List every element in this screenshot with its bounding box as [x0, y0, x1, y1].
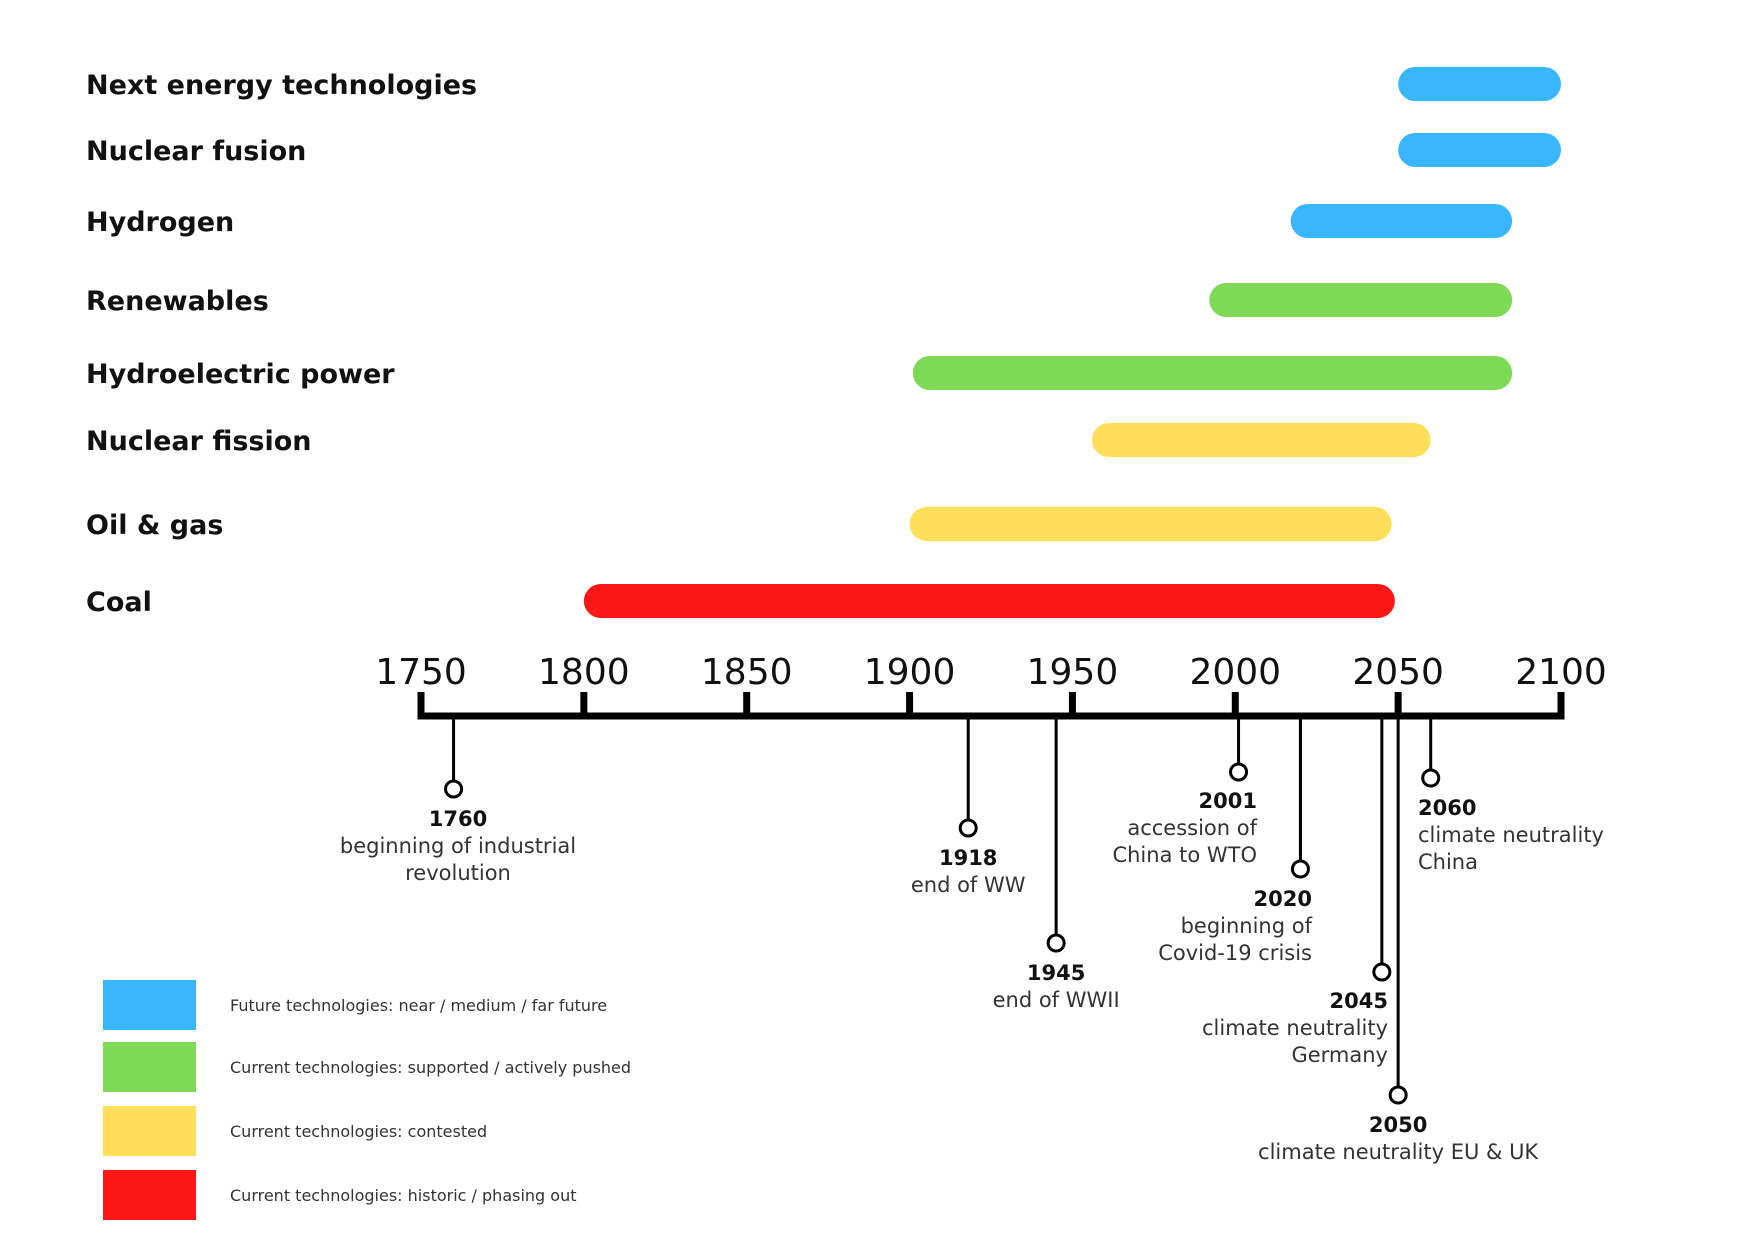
event-pin-marker — [1388, 1085, 1408, 1105]
event-year: 2045 — [1330, 989, 1388, 1013]
event-pin-marker — [1421, 768, 1441, 788]
legend-swatch — [103, 1042, 196, 1092]
timeline-bar — [1209, 283, 1513, 317]
event-pin-marker — [958, 818, 978, 838]
event-description: beginning of industrial — [340, 834, 576, 858]
event-description: beginning of — [1181, 914, 1313, 938]
event-year: 2001 — [1199, 789, 1257, 813]
category-label: Nuclear fission — [86, 426, 312, 457]
timeline-bar — [912, 356, 1513, 390]
event-year: 1918 — [939, 846, 997, 870]
category-label: Next energy technologies — [86, 70, 477, 101]
legend-label: Future technologies: near / medium / far… — [230, 996, 607, 1015]
category-label: Hydrogen — [86, 207, 234, 238]
event-pin-marker — [1046, 933, 1066, 953]
timeline-bar — [909, 507, 1392, 541]
timeline-bar — [583, 584, 1395, 618]
timeline-axis: 1750 1800 1850 1900 1950 2000 2050 2100 — [375, 652, 1607, 720]
category-label: Oil & gas — [86, 510, 223, 541]
category-label: Renewables — [86, 286, 269, 317]
event-description: end of WW — [911, 873, 1026, 897]
event-description: China to WTO — [1112, 843, 1257, 867]
legend-swatch — [103, 1106, 196, 1156]
event-pin-marker — [444, 779, 464, 799]
timeline-bar — [1091, 423, 1431, 457]
category-label: Nuclear fusion — [86, 136, 306, 167]
event-description: climate neutrality — [1202, 1016, 1388, 1040]
axis-tick-label: 2100 — [1515, 652, 1607, 693]
event-pin-marker — [1290, 859, 1310, 879]
timeline-bar — [1398, 67, 1561, 101]
event-description: China — [1418, 850, 1478, 874]
legend: Future technologies: near / medium / far… — [103, 980, 631, 1220]
axis-tick-label: 2000 — [1189, 652, 1281, 693]
legend-label: Current technologies: contested — [230, 1122, 487, 1141]
category-label: Hydroelectric power — [86, 359, 395, 390]
legend-swatch — [103, 1170, 196, 1220]
legend-label: Current technologies: historic / phasing… — [230, 1186, 577, 1205]
event-year: 2060 — [1418, 796, 1476, 820]
event-pin-marker — [1372, 962, 1392, 982]
event-description: accession of — [1127, 816, 1257, 840]
legend-label: Current technologies: supported / active… — [230, 1058, 631, 1077]
event-description: Germany — [1291, 1043, 1388, 1067]
timeline-bar — [1398, 133, 1561, 167]
event-pin-marker — [1229, 762, 1249, 782]
event-description: end of WWII — [993, 988, 1120, 1012]
category-label: Coal — [86, 587, 152, 618]
event-description: climate neutrality — [1418, 823, 1604, 847]
axis-tick-label: 1850 — [701, 652, 793, 693]
event-year: 2050 — [1369, 1113, 1427, 1137]
legend-swatch — [103, 980, 196, 1030]
axis-tick-label: 1900 — [864, 652, 956, 693]
axis-tick-label: 1750 — [375, 652, 467, 693]
event-year: 1760 — [429, 807, 487, 831]
axis-tick-label: 2050 — [1352, 652, 1444, 693]
axis-tick-label: 1950 — [1027, 652, 1119, 693]
event-description: revolution — [405, 861, 511, 885]
axis-tick-label: 1800 — [538, 652, 630, 693]
event-year: 1945 — [1027, 961, 1085, 985]
event-description: Covid-19 crisis — [1158, 941, 1312, 965]
event-year: 2020 — [1254, 887, 1312, 911]
timeline-bar — [1290, 204, 1513, 238]
event-description: climate neutrality EU & UK — [1258, 1140, 1539, 1164]
events-layer: 1760 beginning of industrial revolution 191… — [340, 716, 1604, 1164]
